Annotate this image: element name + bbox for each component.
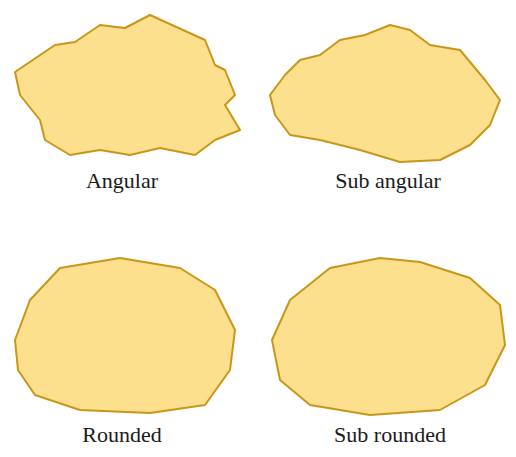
shape-label: Sub angular	[335, 168, 441, 194]
shape-label: Sub rounded	[334, 422, 446, 448]
rounded-grain	[15, 258, 235, 413]
shape-label: Rounded	[82, 422, 161, 448]
sub-angular-grain	[270, 25, 500, 162]
sub-rounded-grain	[272, 258, 505, 415]
shape-label: Angular	[86, 168, 158, 194]
angular-grain	[15, 15, 240, 155]
